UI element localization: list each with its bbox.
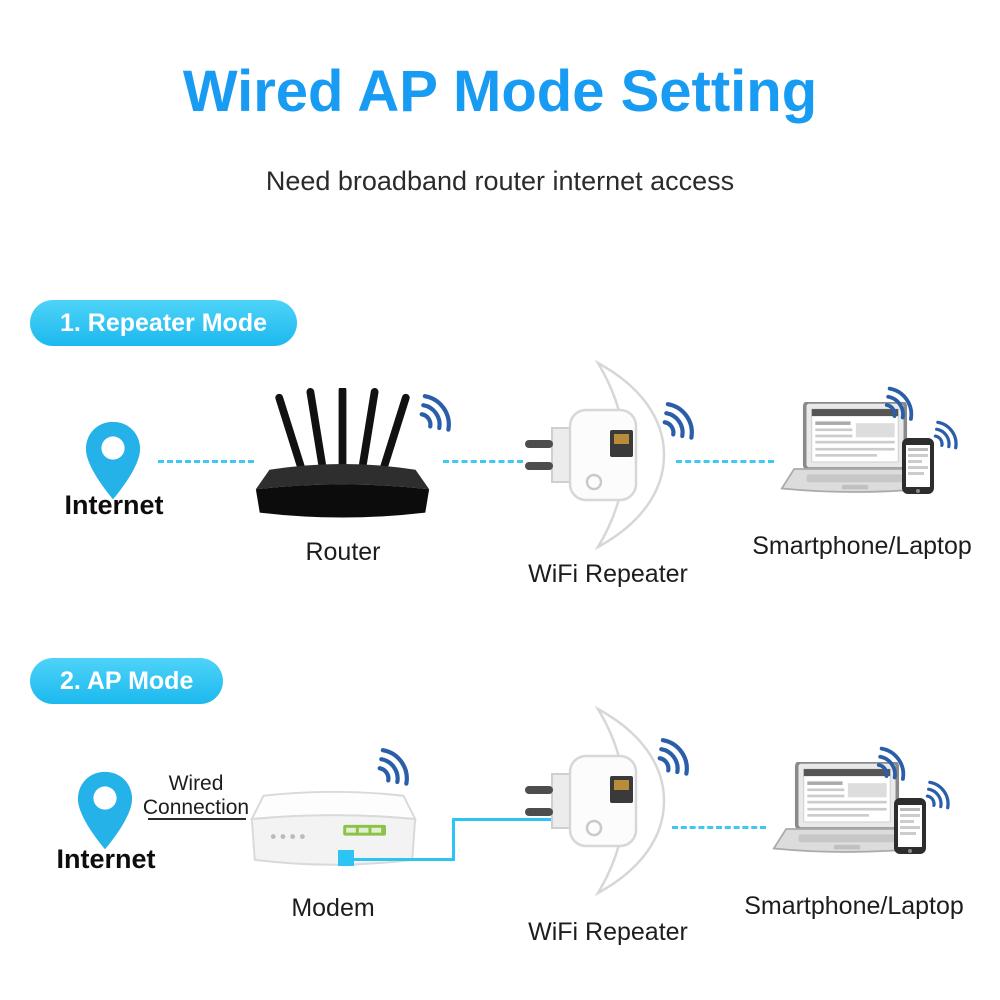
section-1-heading-pill: 1. Repeater Mode	[30, 300, 298, 346]
wifi-signal-icon	[655, 388, 697, 443]
wifi-signal-icon	[370, 734, 412, 789]
laptop-graphic	[780, 402, 930, 493]
location-pin-graphic	[77, 771, 133, 850]
location-pin-graphic	[85, 421, 141, 500]
wired-connection-pointer-line	[148, 818, 246, 820]
smartphone-graphic	[902, 438, 934, 494]
smartphone-illustration	[892, 796, 928, 856]
wifi-repeater-graphic	[525, 706, 666, 896]
wired-connection-label: Wired Connection	[142, 772, 250, 820]
router-label: Router	[305, 538, 381, 566]
dotted-connection-line	[672, 826, 766, 829]
location-pin-icon	[84, 420, 142, 501]
repeater-label: WiFi Repeater	[528, 560, 688, 588]
location-pin-icon	[76, 770, 134, 851]
dotted-connection-line	[443, 460, 523, 463]
client-label: Smartphone/Laptop	[752, 532, 972, 560]
laptop-graphic	[772, 762, 922, 853]
smartphone-graphic	[894, 798, 926, 854]
internet-label: Internet	[56, 844, 156, 874]
client-label: Smartphone/Laptop	[744, 892, 964, 920]
wifi-signal-icon	[928, 410, 960, 452]
dotted-connection-line	[158, 460, 254, 463]
wifi-signal-icon	[870, 734, 908, 784]
wifi-signal-icon	[412, 380, 454, 435]
section-2-heading-pill: 2. AP Mode	[30, 658, 224, 704]
router-graphic	[255, 388, 430, 518]
wired-connection-line	[452, 818, 564, 821]
smartphone-illustration	[900, 436, 936, 496]
page-title: Wired AP Mode Setting	[182, 59, 818, 124]
modem-label: Modem	[291, 894, 375, 922]
wifi-repeater-illustration	[522, 360, 672, 550]
modem-graphic	[250, 790, 417, 866]
wifi-signal-icon	[650, 724, 692, 779]
wifi-repeater-graphic	[525, 360, 666, 550]
wifi-repeater-illustration	[522, 706, 672, 896]
laptop-illustration	[780, 402, 930, 501]
wifi-signal-icon	[920, 770, 952, 812]
modem-illustration	[246, 786, 421, 875]
router-illustration	[250, 388, 435, 524]
repeater-label: WiFi Repeater	[528, 918, 688, 946]
wired-connection-line	[452, 818, 455, 861]
internet-label: Internet	[64, 490, 164, 520]
dotted-connection-line	[676, 460, 774, 463]
page-subtitle: Need broadband router internet access	[265, 166, 735, 196]
ethernet-connector-box	[338, 850, 354, 866]
wired-connection-line	[354, 858, 452, 861]
laptop-illustration	[772, 762, 922, 861]
wifi-signal-icon	[878, 374, 916, 424]
